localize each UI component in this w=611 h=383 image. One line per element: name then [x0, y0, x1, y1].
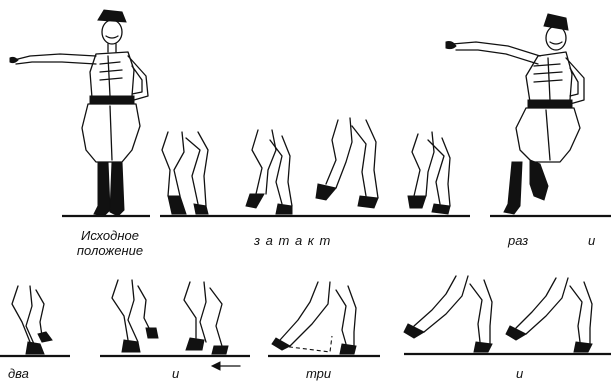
- label-zatakt: з а т а к т: [254, 233, 331, 248]
- direction-arrow-left-icon: [212, 362, 240, 370]
- dancer-raz-position: [446, 14, 584, 214]
- label-raz: раз: [508, 233, 528, 248]
- label-dva: два: [8, 366, 29, 381]
- label-start-line1: Исходное: [60, 228, 160, 243]
- i-bottom-legs-1: [404, 276, 492, 352]
- i-bottom-legs-2: [506, 278, 592, 352]
- zatakt-legs-1: [162, 132, 208, 214]
- i-mid-legs-2: [184, 282, 228, 354]
- dva-legs: [12, 286, 52, 354]
- label-tri: три: [306, 366, 331, 381]
- zatakt-legs-4: [408, 132, 450, 214]
- label-i-bottom: и: [516, 366, 523, 381]
- zatakt-legs-2: [246, 130, 292, 214]
- tri-legs: [272, 282, 356, 354]
- label-i-mid: и: [172, 366, 179, 381]
- label-start-position: Исходное положение: [60, 228, 160, 258]
- label-start-line2: положение: [60, 243, 160, 258]
- zatakt-legs-3: [316, 118, 378, 208]
- i-mid-legs-1: [112, 280, 158, 352]
- label-i-top: и: [588, 233, 595, 248]
- dancer-start-position: [10, 10, 148, 216]
